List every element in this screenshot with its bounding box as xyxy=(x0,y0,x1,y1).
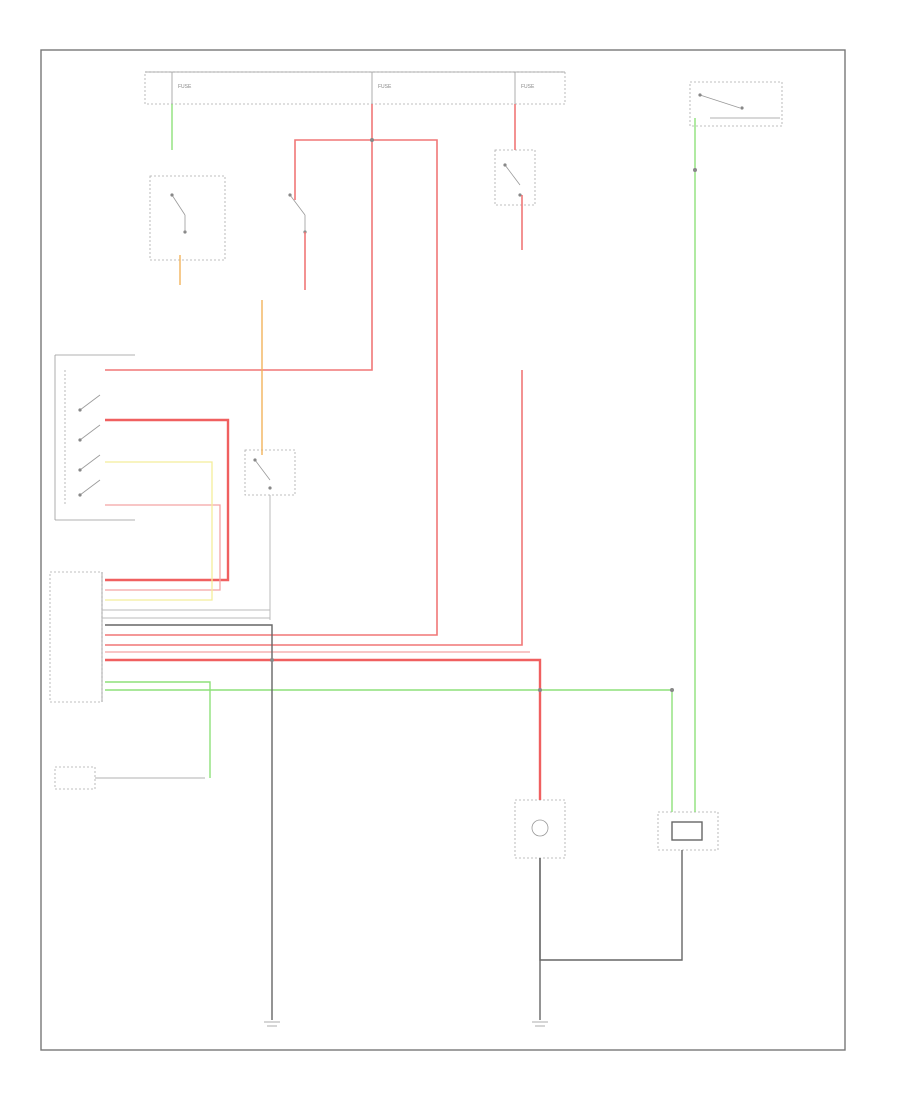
diagram-frame xyxy=(40,49,846,1051)
instrument-cluster xyxy=(657,811,719,851)
fuse-label-2: FUSE xyxy=(378,84,392,90)
junctions xyxy=(270,138,697,692)
ignition-switch xyxy=(689,81,783,127)
switch-left-a xyxy=(149,175,226,261)
yellow-wires xyxy=(105,461,213,601)
module-harness xyxy=(102,609,270,619)
clutch-switch xyxy=(244,449,296,496)
cruise-control-switch xyxy=(54,354,135,521)
orange-wires xyxy=(179,255,263,455)
cruise-control-module xyxy=(49,571,103,703)
ground-wires xyxy=(105,495,683,1020)
switch-left-b xyxy=(288,193,307,234)
module-connector xyxy=(54,766,205,790)
fuse-label-1: FUSE xyxy=(178,84,192,90)
fuse-bus: FUSE FUSE FUSE xyxy=(144,71,566,105)
fuse-label-3: FUSE xyxy=(521,84,535,90)
switch-right-a xyxy=(494,149,536,206)
cruise-control-actuator xyxy=(514,799,566,859)
red-wires xyxy=(105,104,542,800)
ground-symbols xyxy=(264,1021,548,1027)
green-wires xyxy=(105,104,696,812)
